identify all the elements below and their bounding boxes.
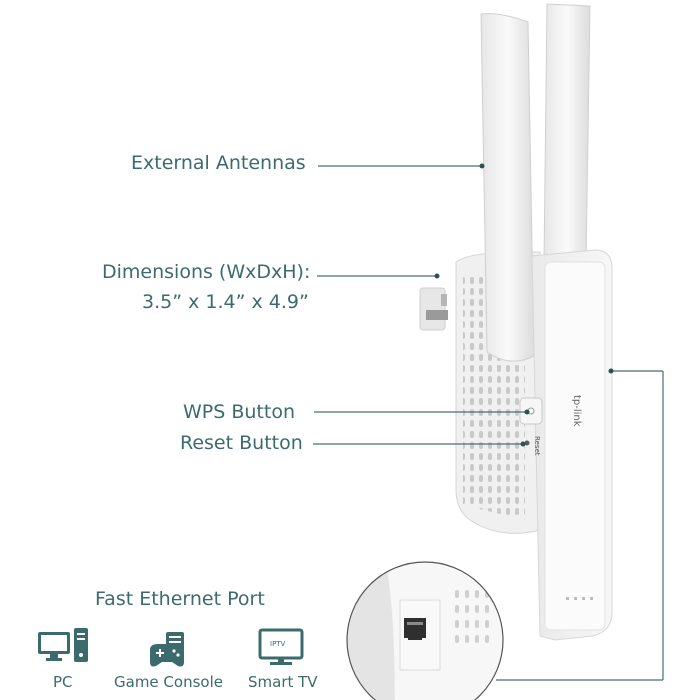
- game-console-caption: Game Console: [114, 673, 223, 691]
- callout-lines: [313, 163, 664, 681]
- dimensions-title: Dimensions (WxDxH):: [102, 261, 311, 283]
- game-console-icon: [150, 632, 184, 667]
- reset-button-label: Reset Button: [180, 432, 303, 454]
- tv-screen-text: IPTV: [270, 640, 286, 648]
- pc-caption: PC: [53, 673, 73, 691]
- smart-tv-caption: Smart TV: [248, 673, 318, 691]
- wps-button-label: WPS Button: [183, 401, 295, 423]
- reset-hole: [524, 440, 530, 446]
- fast-ethernet-port-label: Fast Ethernet Port: [95, 588, 265, 610]
- wps-button-graphic: [519, 397, 543, 425]
- brand-logo-text: tp-link: [571, 395, 582, 427]
- dimensions-value: 3.5” x 1.4” x 4.9”: [142, 291, 309, 313]
- device-front-panel: [531, 249, 613, 641]
- front-antenna: [480, 13, 535, 362]
- ethernet-port-zoom: [346, 561, 504, 700]
- smart-tv-icon: [258, 628, 304, 665]
- reset-label: Reset: [533, 436, 541, 456]
- external-antennas-label: External Antennas: [131, 152, 306, 174]
- pc-icon: [38, 628, 88, 662]
- rear-antenna: [543, 3, 591, 263]
